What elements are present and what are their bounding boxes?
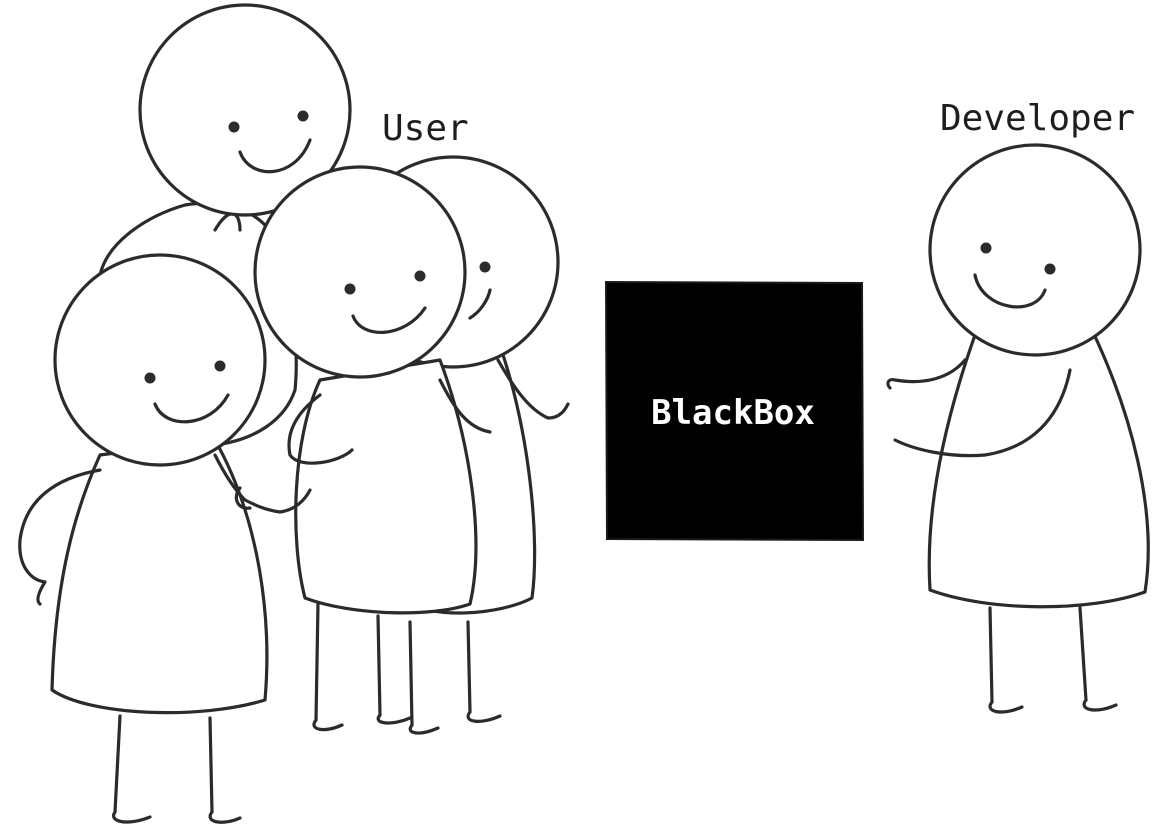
user-label: User (382, 108, 469, 149)
user-figure-center (253, 165, 492, 735)
user-group: User (18, 3, 570, 824)
blackbox: BlackBox (604, 280, 865, 542)
blackbox-label: BlackBox (651, 393, 815, 433)
blackbox-square (604, 280, 865, 542)
developer-figure: Developer (886, 98, 1150, 714)
developer-label: Developer (940, 98, 1135, 139)
user-figure-front-left (18, 253, 312, 824)
